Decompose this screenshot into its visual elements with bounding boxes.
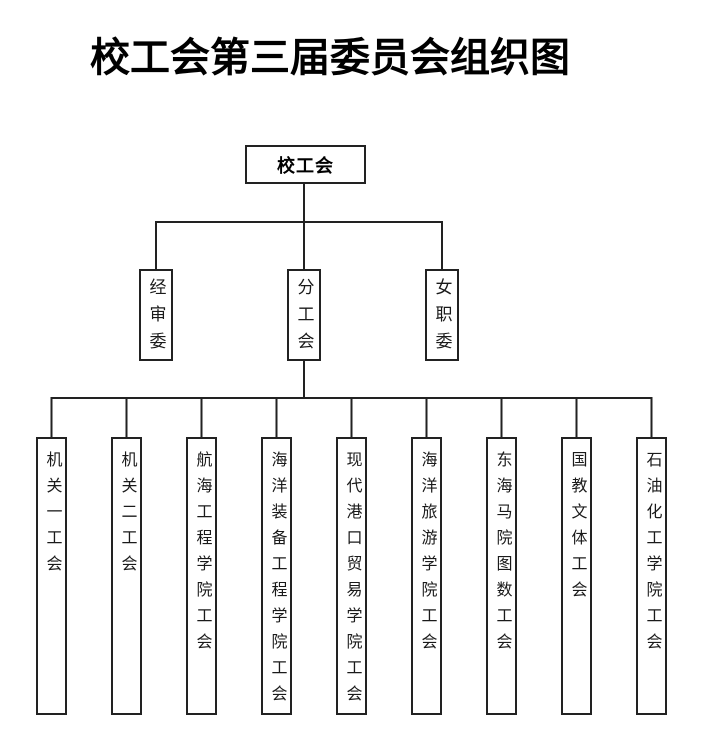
level2-node-label: 女职委 [432,278,452,359]
level3-node: 机关一工会 [36,437,67,715]
level3-node: 海洋旅游学院工会 [411,437,442,715]
root-node-label: 校工会 [277,155,334,176]
level3-node-label: 机关二工会 [118,451,136,581]
level2-node-jingshenwei: 经审委 [139,269,173,361]
level3-node-label: 东海马院图数工会 [493,451,511,659]
root-node: 校工会 [245,145,366,184]
level3-node: 现代港口贸易学院工会 [336,437,367,715]
level2-node-fengonghui: 分工会 [287,269,321,361]
level3-node-label: 机关一工会 [43,451,61,581]
level3-node: 航海工程学院工会 [186,437,217,715]
level2-node-label: 经审委 [146,278,166,359]
level2-node-nvzhiwei: 女职委 [425,269,459,361]
level3-node: 东海马院图数工会 [486,437,517,715]
level3-node-label: 国教文体工会 [568,451,586,607]
level3-node: 国教文体工会 [561,437,592,715]
level2-node-label: 分工会 [294,278,314,359]
level3-node: 石油化工学院工会 [636,437,667,715]
level3-node-label: 现代港口贸易学院工会 [343,451,361,711]
level3-node-label: 石油化工学院工会 [643,451,661,659]
level3-node-label: 航海工程学院工会 [193,451,211,659]
level3-node-label: 海洋装备工程学院工会 [268,451,286,711]
page-title: 校工会第三届委员会组织图 [90,35,570,80]
level3-node: 机关二工会 [111,437,142,715]
level3-node: 海洋装备工程学院工会 [261,437,292,715]
level3-node-label: 海洋旅游学院工会 [418,451,436,659]
